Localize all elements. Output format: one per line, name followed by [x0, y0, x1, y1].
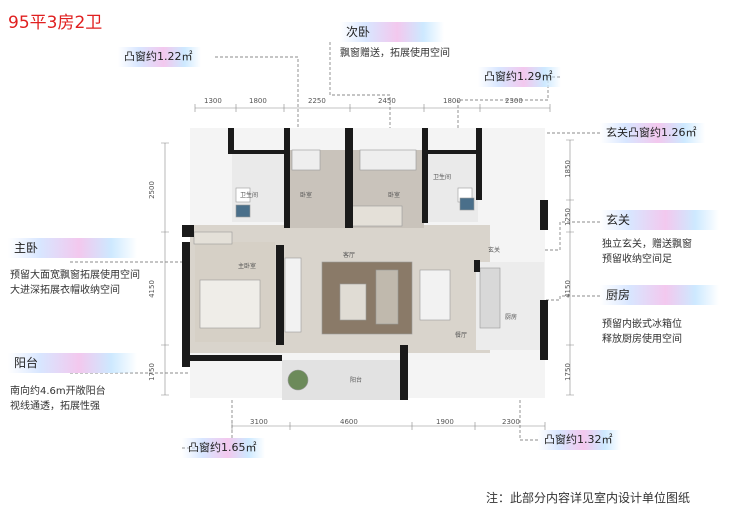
leader-bay1 [215, 56, 299, 160]
living-rug [321, 261, 413, 335]
callout-bay-window-4: 凸窗约1.32㎡ [538, 430, 621, 450]
basin2 [459, 197, 475, 211]
dim-right-2: 1250 [563, 208, 572, 226]
master-wardrobe [193, 231, 233, 245]
callout-bay-window-1: 凸窗约1.22㎡ [118, 47, 201, 67]
room-label-bed1: 卧室 [300, 192, 313, 199]
callout-second-bedroom: 次卧 [340, 22, 444, 42]
kitchen-desc-2: 释放厨房使用空间 [602, 334, 682, 345]
dining-table [419, 269, 451, 321]
dim-top-6: 2300 [505, 97, 523, 105]
toilet1 [235, 187, 251, 203]
dim-bottom-4: 2300 [502, 418, 520, 426]
room-label-master: 主卧室 [238, 263, 257, 270]
master-desc-1: 预留大面宽飘窗拓展使用空间 [10, 270, 140, 281]
room-label-kitchen: 厨房 [505, 314, 518, 321]
foyer-desc-1: 独立玄关，赠送飘窗 [602, 239, 692, 250]
master-desc-2: 大进深拓展衣帽收纳空间 [10, 285, 120, 296]
callout-foyer-bay: 玄关凸窗约1.26㎡ [600, 123, 705, 143]
dim-right-3: 4150 [563, 280, 572, 298]
room-label-balcony: 阳台 [350, 377, 363, 384]
callout-balcony: 阳台 [8, 353, 137, 373]
callout-foyer: 玄关 [600, 210, 719, 230]
master-bed [199, 279, 261, 329]
walls [182, 128, 548, 400]
coffee-table [339, 283, 367, 321]
room-label-living: 客厅 [343, 252, 356, 259]
dim-bottom-1: 3100 [250, 418, 268, 426]
dim-bottom-3: 1900 [436, 418, 454, 426]
dim-left-3: 1750 [147, 363, 156, 381]
dim-bottom-2: 4600 [340, 418, 358, 426]
footnote: 注：此部分内容详见室内设计单位图纸 [485, 491, 690, 505]
basin1 [235, 204, 251, 218]
room-label-bath1: 卫生间 [240, 192, 259, 199]
bed2 [359, 149, 417, 171]
leader-bed2 [329, 42, 391, 150]
dimension-lines [161, 104, 574, 430]
balcony-desc-2: 视线通透，拓展性强 [10, 401, 100, 412]
room-label-dining: 餐厅 [455, 332, 468, 339]
kitchen-desc-1: 预留内嵌式冰箱位 [602, 319, 682, 330]
foyer-desc-2: 预留收纳空间足 [602, 254, 672, 265]
dim-right-1: 1850 [563, 160, 572, 178]
room-label-bed2: 卧室 [388, 192, 401, 199]
room-label-foyer: 玄关 [488, 247, 501, 254]
sofa [375, 269, 399, 325]
tv-console [284, 257, 302, 333]
dim-left-2: 4150 [147, 280, 156, 298]
dim-top-1: 1300 [204, 97, 222, 105]
callout-bay-window-2: 凸窗约1.29㎡ [478, 67, 561, 87]
furniture [193, 149, 501, 391]
dim-top-5: 1800 [443, 97, 461, 105]
plant [287, 369, 309, 391]
room-label-bath2: 卫生间 [433, 174, 452, 181]
bed1 [291, 149, 321, 171]
second-bedroom-desc: 飘窗赠送，拓展使用空间 [340, 48, 450, 59]
callout-master: 主卧 [8, 238, 137, 258]
dim-top-4: 2450 [378, 97, 396, 105]
dim-top-3: 2250 [308, 97, 326, 105]
page-title: 95平3房2卫 [8, 13, 103, 33]
kitchen-counter [479, 267, 501, 329]
callout-kitchen: 厨房 [600, 285, 719, 305]
wardrobe [349, 205, 403, 227]
callout-bay-window-3: 凸窗约1.65㎡ [182, 438, 265, 458]
dim-top-2: 1800 [249, 97, 267, 105]
dim-left-1: 2500 [147, 181, 156, 199]
balcony-desc-1: 南向约4.6m开敞阳台 [10, 386, 106, 397]
dim-right-4: 1750 [563, 363, 572, 381]
